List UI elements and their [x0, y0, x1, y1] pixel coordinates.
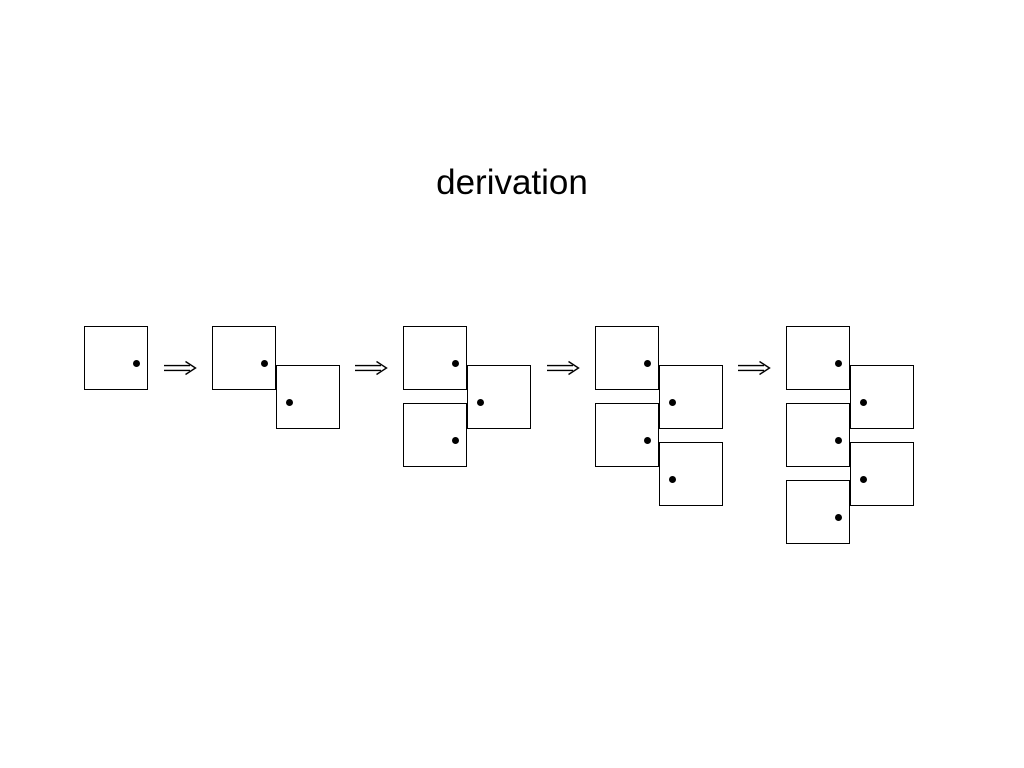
dot-marker — [834, 436, 842, 444]
rightarrow-icon — [546, 360, 580, 376]
tile-box — [786, 402, 850, 467]
dot-marker — [260, 360, 268, 367]
tile-box — [850, 364, 914, 429]
dot-marker — [451, 360, 459, 367]
tile-box — [403, 402, 467, 467]
dot-marker — [643, 436, 651, 444]
dot-marker — [834, 513, 842, 521]
dot-marker — [860, 475, 867, 483]
dot-marker — [834, 360, 842, 367]
tile-box — [212, 326, 276, 390]
dot-marker — [132, 360, 140, 367]
tile-box — [659, 441, 723, 506]
tile-box — [467, 364, 531, 429]
tile-box — [659, 364, 723, 429]
page-title: derivation — [436, 163, 588, 202]
dot-marker — [669, 475, 676, 483]
tile-box — [595, 326, 659, 390]
tile-box — [786, 326, 850, 390]
tile-box — [84, 326, 148, 390]
dot-marker — [643, 360, 651, 367]
dot-marker — [286, 398, 293, 406]
dot-marker — [860, 398, 867, 406]
tile-box — [850, 441, 914, 506]
dot-marker — [477, 398, 484, 406]
rightarrow-icon — [163, 360, 197, 376]
rightarrow-icon — [354, 360, 388, 376]
dot-marker — [669, 398, 676, 406]
tile-box — [276, 364, 340, 429]
tile-box — [595, 402, 659, 467]
dot-marker — [451, 436, 459, 444]
rightarrow-icon — [737, 360, 771, 376]
tile-box — [403, 326, 467, 390]
tile-box — [786, 479, 850, 544]
